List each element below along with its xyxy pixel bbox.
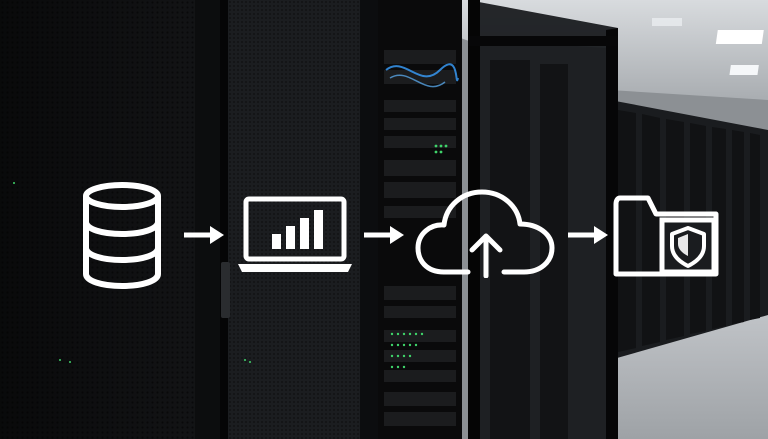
arrow-right-icon — [364, 226, 404, 244]
secure-folder-icon — [613, 195, 719, 277]
cloud-upload-icon — [415, 189, 555, 278]
database-icon — [83, 182, 161, 289]
arrow-right-icon — [184, 226, 224, 244]
laptop-analytics-icon — [238, 196, 352, 272]
arrow-right-icon — [568, 226, 608, 244]
